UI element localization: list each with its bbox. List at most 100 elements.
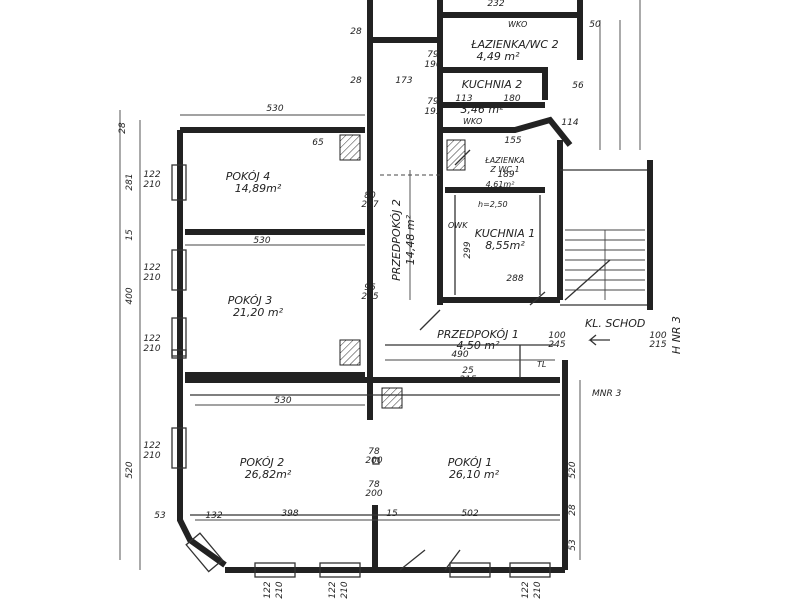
dim-299: 299 bbox=[463, 241, 473, 258]
dim-173: 173 bbox=[395, 76, 412, 86]
dim-132: 132 bbox=[205, 511, 222, 521]
room-name-przedpokoj2: PRZEDPOKÓJ 2 bbox=[390, 199, 403, 281]
dim-245: 245 bbox=[548, 340, 565, 350]
label-wko-top: WKO bbox=[508, 20, 527, 29]
dim-window-2-h: 210 bbox=[143, 273, 160, 283]
room-area-pokoj4: 14,89m² bbox=[235, 182, 282, 195]
room-name-pokoj1: POKÓJ 1 bbox=[448, 456, 493, 469]
dim-window-3-h: 210 bbox=[143, 344, 160, 354]
room-area-kuchnia2: 3,46 m² bbox=[460, 103, 504, 116]
dim-288: 288 bbox=[506, 274, 523, 284]
room-area-kuchnia1: 8,55m² bbox=[485, 239, 525, 252]
dim-window-2-w: 122 bbox=[143, 263, 160, 273]
dim-113: 113 bbox=[455, 94, 472, 104]
dim-530-top: 530 bbox=[266, 104, 283, 114]
dim-window-4-h: 210 bbox=[143, 451, 160, 461]
dim-left-281: 281 bbox=[125, 173, 135, 190]
dim-25: 25 bbox=[462, 366, 474, 376]
dim-189: 189 bbox=[497, 170, 514, 180]
room-name-lazienka2: ŁAZIENKA/WC 2 bbox=[470, 38, 558, 51]
dim-155: 155 bbox=[504, 136, 521, 146]
dim-200b: 200 bbox=[365, 489, 382, 499]
dim-left-15: 15 bbox=[125, 229, 135, 241]
dimension-labels: 530 530 530 490 398 502 15 132 53 288 29… bbox=[118, 0, 667, 599]
room-name-przedpokoj1: PRZEDPOKÓJ 1 bbox=[437, 328, 519, 341]
dim-left-28: 28 bbox=[118, 122, 128, 134]
walls bbox=[177, 0, 653, 573]
dim-window-5-w: 122 bbox=[263, 581, 273, 598]
dim-window-1-w: 122 bbox=[143, 170, 160, 180]
dim-79a: 79 bbox=[427, 50, 439, 60]
dim-95: 95 bbox=[364, 283, 376, 293]
misc-labels: H NR 3 MNR 3 WKO WKO OWK h=2,50 TL bbox=[448, 20, 683, 399]
label-h250: h=2,50 bbox=[478, 200, 508, 209]
dim-window-4-w: 122 bbox=[143, 441, 160, 451]
room-name2-lazienka1: Z WC 1 bbox=[489, 165, 519, 174]
dim-200a: 200 bbox=[365, 456, 382, 466]
dim-196: 196 bbox=[424, 60, 441, 70]
room-name-pokoj2: POKÓJ 2 bbox=[240, 456, 285, 469]
dim-215: 215 bbox=[361, 292, 378, 302]
label-wko-mid: WKO bbox=[463, 117, 482, 126]
room-area-pokoj2: 26,82m² bbox=[245, 468, 292, 481]
room-name-lazienka1: ŁAZIENKA bbox=[484, 156, 525, 165]
dim-530-mid: 530 bbox=[253, 236, 270, 246]
dim-195: 195 bbox=[424, 107, 441, 117]
room-name-kuchnia2: KUCHNIA 2 bbox=[462, 78, 523, 91]
dim-215b: 215 bbox=[649, 340, 666, 350]
dim-207: 207 bbox=[361, 200, 378, 210]
label-mnr3: MNR 3 bbox=[592, 389, 622, 399]
dim-right-28: 28 bbox=[568, 504, 578, 516]
dim-530-low: 530 bbox=[274, 396, 291, 406]
room-name-kuchnia1: KUCHNIA 1 bbox=[475, 227, 536, 240]
dim-window-3-w: 122 bbox=[143, 334, 160, 344]
dim-window-7-w: 122 bbox=[521, 581, 531, 598]
dim-100b: 100 bbox=[649, 331, 666, 341]
dim-490: 490 bbox=[451, 350, 468, 360]
dim-398: 398 bbox=[281, 509, 298, 519]
dim-78b: 78 bbox=[368, 480, 380, 490]
label-tl: TL bbox=[537, 360, 546, 369]
room-area-lazienka2: 4,49 m² bbox=[476, 50, 520, 63]
dim-502: 502 bbox=[461, 509, 478, 519]
dim-window-6-w: 122 bbox=[328, 581, 338, 598]
dim-15: 15 bbox=[386, 509, 398, 519]
dim-left-520: 520 bbox=[125, 461, 135, 478]
room-area-przedpokoj1: 4,50 m² bbox=[456, 339, 500, 352]
room-labels: POKÓJ 4 14,89m² POKÓJ 3 21,20 m² POKÓJ 2… bbox=[226, 38, 646, 481]
room-name-pokoj3: POKÓJ 3 bbox=[228, 294, 273, 307]
dim-50: 50 bbox=[589, 20, 601, 30]
dim-window-1-h: 210 bbox=[143, 180, 160, 190]
dimension-lines bbox=[119, 0, 641, 570]
dim-right-520: 520 bbox=[568, 461, 578, 478]
dim-right-53: 53 bbox=[568, 539, 578, 551]
dim-78a: 78 bbox=[368, 447, 380, 457]
dim-28b: 28 bbox=[350, 27, 362, 37]
label-owk: OWK bbox=[448, 221, 468, 230]
windows bbox=[171, 164, 551, 578]
dim-window-6-h: 210 bbox=[340, 581, 350, 598]
dim-80: 80 bbox=[364, 191, 376, 201]
label-hnr3: H NR 3 bbox=[670, 316, 683, 354]
room-area-pokoj1: 26,10 m² bbox=[449, 468, 500, 481]
room-name-pokoj4: POKÓJ 4 bbox=[226, 170, 271, 183]
dim-114: 114 bbox=[561, 118, 578, 128]
dim-56: 56 bbox=[572, 81, 584, 91]
dim-window-5-h: 210 bbox=[275, 581, 285, 598]
dim-100a: 100 bbox=[548, 331, 565, 341]
dim-28a: 28 bbox=[350, 76, 362, 86]
dim-left-400: 400 bbox=[125, 287, 135, 304]
room-name-klatka: KL. SCHOD bbox=[585, 317, 645, 330]
dim-53: 53 bbox=[154, 511, 166, 521]
dim-window-7-h: 210 bbox=[533, 581, 543, 598]
dim-215c: 215 bbox=[459, 375, 476, 385]
dim-65: 65 bbox=[312, 138, 324, 148]
dim-232: 232 bbox=[487, 0, 504, 9]
room-area-pokoj3: 21,20 m² bbox=[233, 306, 284, 319]
room-area-lazienka1: 4,61m² bbox=[486, 180, 516, 189]
room-area-przedpokoj2: 14,48 m² bbox=[404, 214, 417, 265]
dim-180: 180 bbox=[503, 94, 520, 104]
doors bbox=[372, 149, 546, 571]
dim-79b: 79 bbox=[427, 97, 439, 107]
